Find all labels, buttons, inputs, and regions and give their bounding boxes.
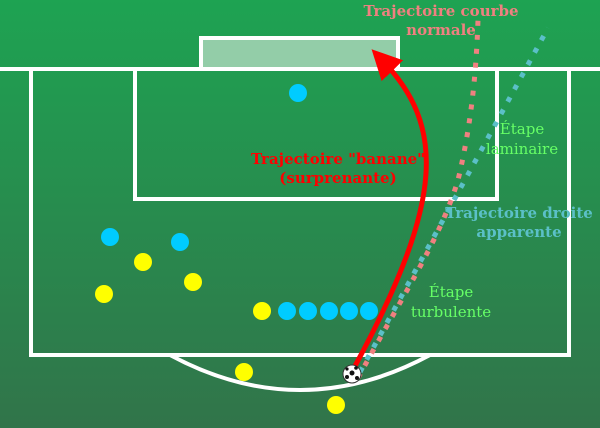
- attacker: [327, 396, 345, 414]
- ball-icon: [342, 364, 362, 384]
- attacker: [253, 302, 271, 320]
- svg-text:(surprenante): (surprenante): [279, 169, 396, 187]
- svg-text:Étape: Étape: [500, 120, 545, 138]
- svg-text:apparente: apparente: [476, 223, 561, 241]
- defender: [320, 302, 338, 320]
- label-straight: Trajectoire droite apparente: [445, 204, 593, 241]
- label-turbulent: Étape turbulente: [411, 283, 491, 321]
- normal-curve-trajectory: [355, 19, 481, 380]
- defender: [299, 302, 317, 320]
- attacker: [134, 253, 152, 271]
- penalty-arc: [169, 353, 431, 392]
- goal-area: [133, 67, 499, 201]
- attacker: [95, 285, 113, 303]
- defender: [278, 302, 296, 320]
- label-banana: Trajectoire "banane" (surprenante): [251, 150, 425, 187]
- label-laminar: Étape laminaire: [486, 120, 558, 158]
- goal: [199, 36, 400, 71]
- defender: [360, 302, 378, 320]
- svg-text:Trajectoire courbe: Trajectoire courbe: [363, 2, 518, 20]
- svg-text:normale: normale: [406, 21, 476, 39]
- defenders: [101, 84, 378, 320]
- defender: [289, 84, 307, 102]
- svg-text:Étape: Étape: [429, 283, 474, 301]
- svg-text:laminaire: laminaire: [486, 140, 558, 158]
- defender: [340, 302, 358, 320]
- label-normal-curve: Trajectoire courbe normale: [363, 2, 518, 39]
- straight-trajectory: [357, 26, 551, 374]
- banana-trajectory: [352, 49, 429, 368]
- svg-text:Trajectoire droite: Trajectoire droite: [445, 204, 593, 222]
- attacker: [235, 363, 253, 381]
- defender: [171, 233, 189, 251]
- attackers: [95, 253, 345, 414]
- svg-text:Trajectoire "banane": Trajectoire "banane": [251, 150, 425, 168]
- svg-text:turbulente: turbulente: [411, 303, 491, 321]
- attacker: [184, 273, 202, 291]
- defender: [101, 228, 119, 246]
